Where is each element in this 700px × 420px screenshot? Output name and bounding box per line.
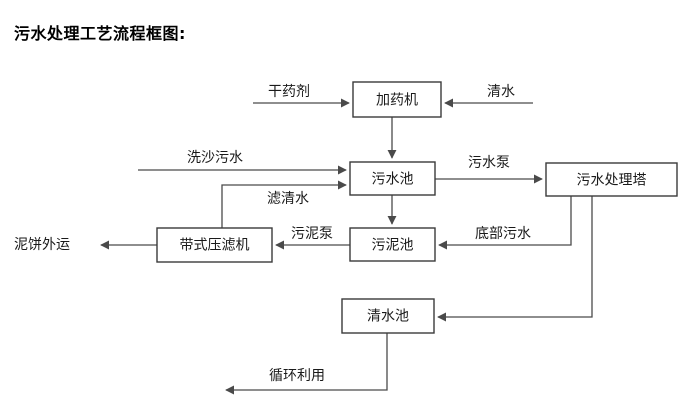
edge-label-sludge-pump: 污泥泵 bbox=[291, 226, 333, 242]
node-sewage-treatment-tower[interactable]: 污水处理塔 bbox=[545, 162, 678, 197]
node-dosing-machine[interactable]: 加药机 bbox=[352, 81, 442, 118]
edge-label-filtered-clear-water: 滤清水 bbox=[267, 191, 309, 207]
terminal-mud-cake-transport: 泥饼外运 bbox=[14, 237, 70, 253]
edge-label-sand-washing-sewage: 洗沙污水 bbox=[187, 150, 243, 166]
edge-dry-reagent: 干药剂 bbox=[253, 84, 350, 108]
edge-sludge-pump: 污泥泵 bbox=[275, 226, 350, 250]
page-title: 污水处理工艺流程框图: bbox=[14, 24, 186, 43]
edge-clean-water-in: 清水 bbox=[444, 84, 533, 108]
edge-label-dry-reagent: 干药剂 bbox=[268, 84, 310, 100]
node-sewage-pool[interactable]: 污水池 bbox=[349, 161, 436, 196]
node-sludge-pool[interactable]: 污泥池 bbox=[349, 227, 436, 262]
node-label-belt-filter-press: 带式压滤机 bbox=[180, 238, 250, 254]
node-label-sewage-pool: 污水池 bbox=[372, 172, 414, 188]
edge-label-recycle-reuse: 循环利用 bbox=[269, 368, 325, 384]
node-label-sludge-pool: 污泥池 bbox=[372, 238, 414, 254]
node-clean-water-pool[interactable]: 清水池 bbox=[341, 298, 435, 334]
edge-sand-washing-sewage: 洗沙污水 bbox=[138, 150, 347, 175]
edge-bottom-sewage: 底部污水 bbox=[438, 196, 572, 250]
node-label-clean-water-pool: 清水池 bbox=[367, 309, 409, 325]
node-belt-filter-press[interactable]: 带式压滤机 bbox=[156, 227, 273, 263]
node-label-sewage-treatment-tower: 污水处理塔 bbox=[577, 173, 647, 189]
edge-label-clean-water-in: 清水 bbox=[487, 84, 515, 100]
edge-recycle-reuse: 循环利用 bbox=[225, 333, 388, 395]
edge-sewage-pump: 污水泵 bbox=[435, 155, 543, 184]
edge-tower-to-clean-water-pool bbox=[437, 196, 593, 322]
edge-label-bottom-sewage: 底部污水 bbox=[475, 226, 531, 242]
edge-label-sewage-pump: 污水泵 bbox=[468, 155, 510, 171]
edge-filtered-clear-water: 滤清水 bbox=[221, 180, 347, 228]
node-label-dosing-machine: 加药机 bbox=[376, 93, 418, 109]
